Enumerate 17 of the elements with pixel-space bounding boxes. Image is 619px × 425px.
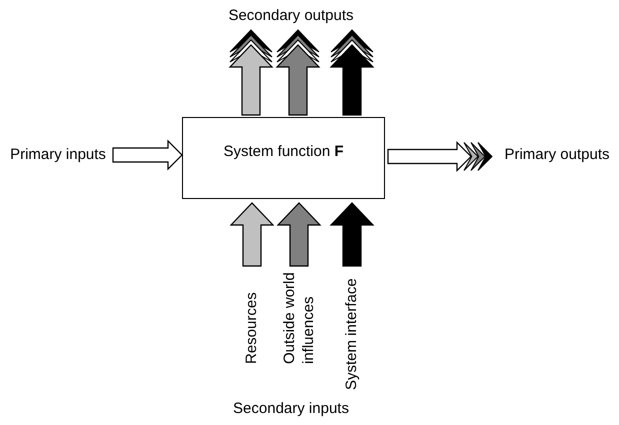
block-arrow [387, 141, 493, 172]
input-label: System interface [343, 268, 361, 390]
block-arrow [230, 202, 274, 267]
block-arrow [276, 29, 320, 116]
box-label: System function F [223, 142, 344, 162]
block-arrow [112, 140, 183, 170]
flow-label: Primary inputs [6, 146, 110, 164]
flow-label: Secondary outputs [220, 6, 362, 26]
block-arrow [330, 202, 374, 267]
process-box [182, 117, 385, 199]
block-arrow [276, 202, 322, 267]
block-arrow [330, 29, 374, 116]
input-label: Resources [243, 268, 261, 364]
block-arrow [228, 29, 274, 116]
input-label: Outside world influences [281, 268, 317, 364]
group-label: Secondary inputs [232, 400, 350, 419]
flow-label: Primary outputs [498, 146, 616, 164]
